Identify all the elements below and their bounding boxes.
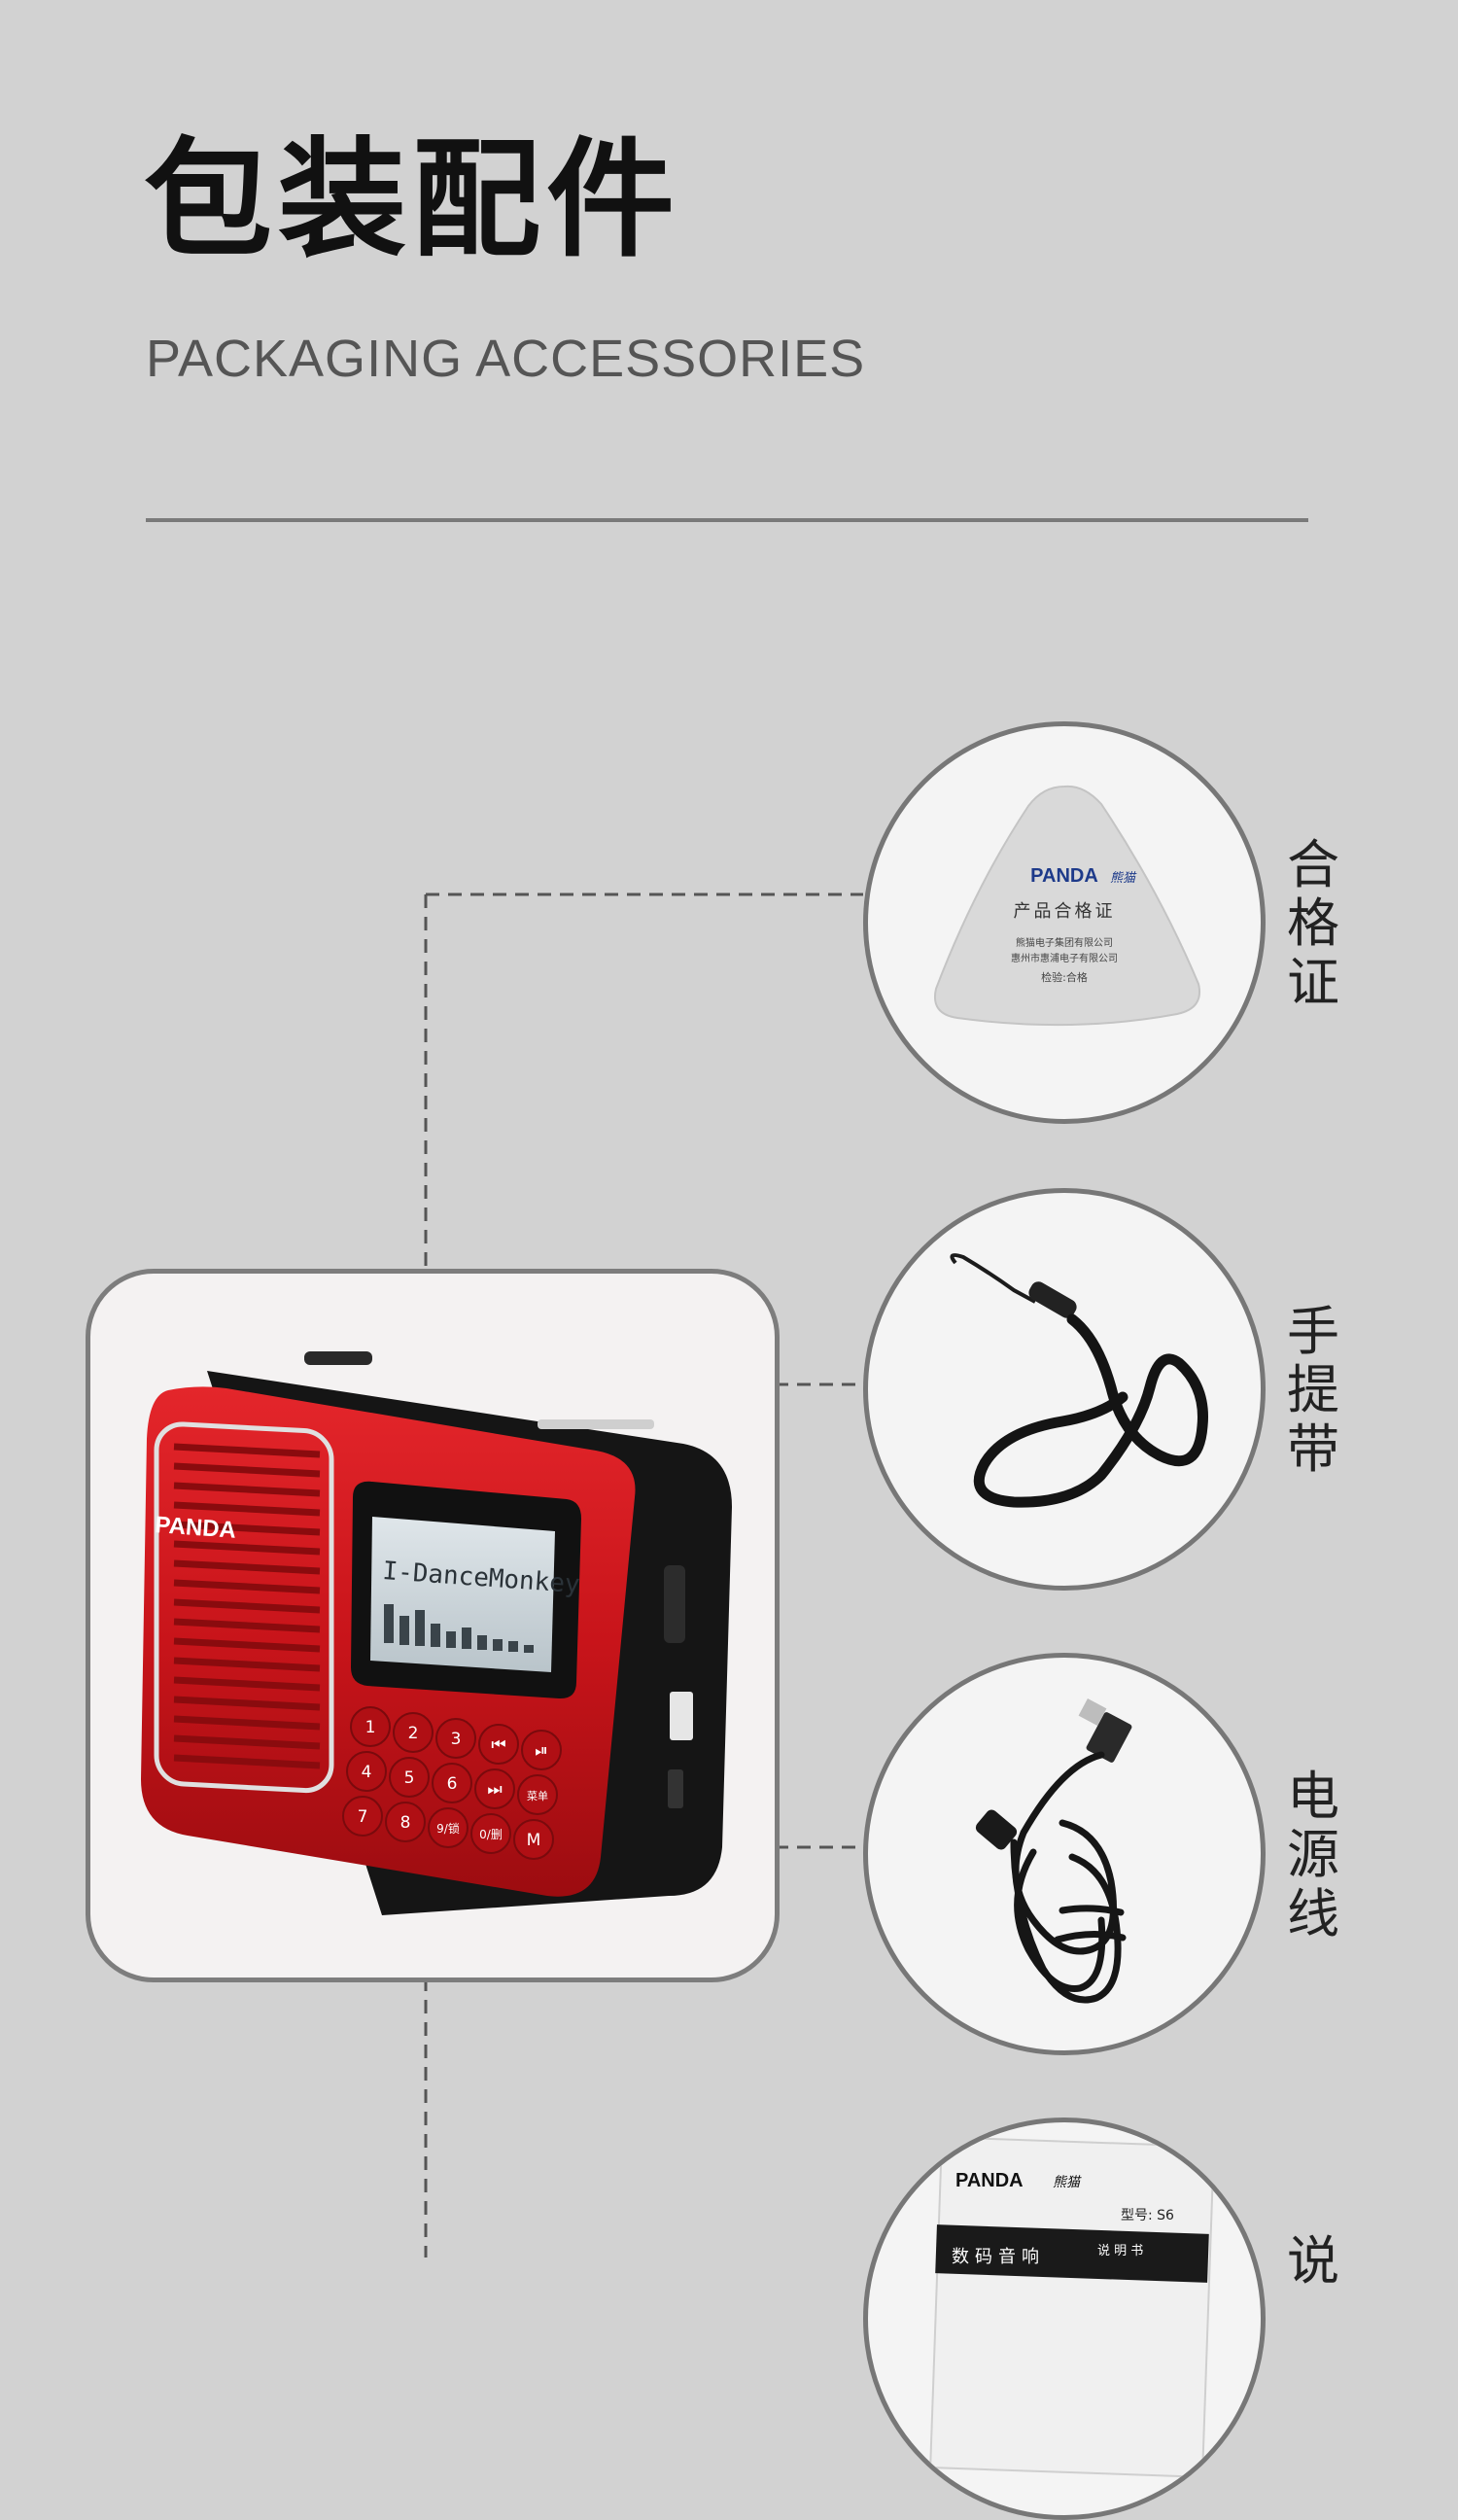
key-3: 3 xyxy=(451,1730,462,1749)
certificate-line-3: 检验:合格 xyxy=(1041,970,1088,984)
accessory-strap-label: 手提带 xyxy=(1287,1301,1339,1480)
key-6: 6 xyxy=(447,1774,458,1794)
key-8: 8 xyxy=(400,1813,411,1833)
key-m: M xyxy=(527,1831,541,1850)
key-next: ⏭ xyxy=(487,1780,502,1800)
manual-model: 型号: S6 xyxy=(1121,2208,1174,2223)
accessory-cable-image xyxy=(863,1653,1266,2055)
keypad xyxy=(342,1706,562,1860)
certificate-title: 产品合格证 xyxy=(1014,901,1116,922)
brand-logo: PANDA xyxy=(155,1512,237,1544)
key-2: 2 xyxy=(408,1724,419,1743)
accessory-certificate-image: PANDA 熊猫 产品合格证 熊猫电子集团有限公司 惠州市惠浦电子有限公司 检验… xyxy=(863,721,1266,1124)
key-9-lock: 9/锁 xyxy=(436,1821,460,1836)
manual-brand: PANDA xyxy=(955,2170,1024,2191)
page-title: 包装配件 xyxy=(144,125,680,275)
speaker-grille xyxy=(173,1443,321,1769)
certificate-line-2: 惠州市惠浦电子有限公司 xyxy=(1011,952,1118,964)
manual-subtitle: 说 明 书 xyxy=(1097,2244,1143,2258)
key-0-delete: 0/删 xyxy=(479,1828,503,1841)
connector-lines xyxy=(424,892,863,2258)
certificate-brand: PANDA xyxy=(1030,865,1098,887)
key-4: 4 xyxy=(362,1763,372,1782)
accessory-manual-label: 说 xyxy=(1287,2230,1339,2292)
certificate-line-1: 熊猫电子集团有限公司 xyxy=(1016,936,1113,949)
page-subtitle: PACKAGING ACCESSORIES xyxy=(146,330,866,388)
radio-illustration: PANDA I-DanceMonkey xyxy=(141,1351,732,1915)
key-prev: ⏮ xyxy=(491,1735,505,1755)
key-1: 1 xyxy=(365,1718,376,1737)
accessory-certificate-label: 合格证 xyxy=(1287,834,1339,1013)
product-card: PANDA I-DanceMonkey xyxy=(86,1269,780,1982)
key-5: 5 xyxy=(404,1768,415,1788)
accessory-manual-image: PANDA 熊猫 型号: S6 数码音响 说 明 书 xyxy=(863,2118,1266,2520)
key-play: ⏯ xyxy=(535,1741,548,1761)
key-7: 7 xyxy=(358,1807,368,1827)
accessory-cable-label: 电源线 xyxy=(1287,1766,1339,1944)
key-menu: 菜单 xyxy=(527,1790,548,1802)
equalizer-bars xyxy=(384,1604,534,1653)
header-divider xyxy=(146,518,1308,522)
accessory-strap-image xyxy=(863,1188,1266,1591)
manual-brand-cn: 熊猫 xyxy=(1053,2175,1082,2190)
certificate-brand-cn: 熊猫 xyxy=(1110,870,1137,886)
